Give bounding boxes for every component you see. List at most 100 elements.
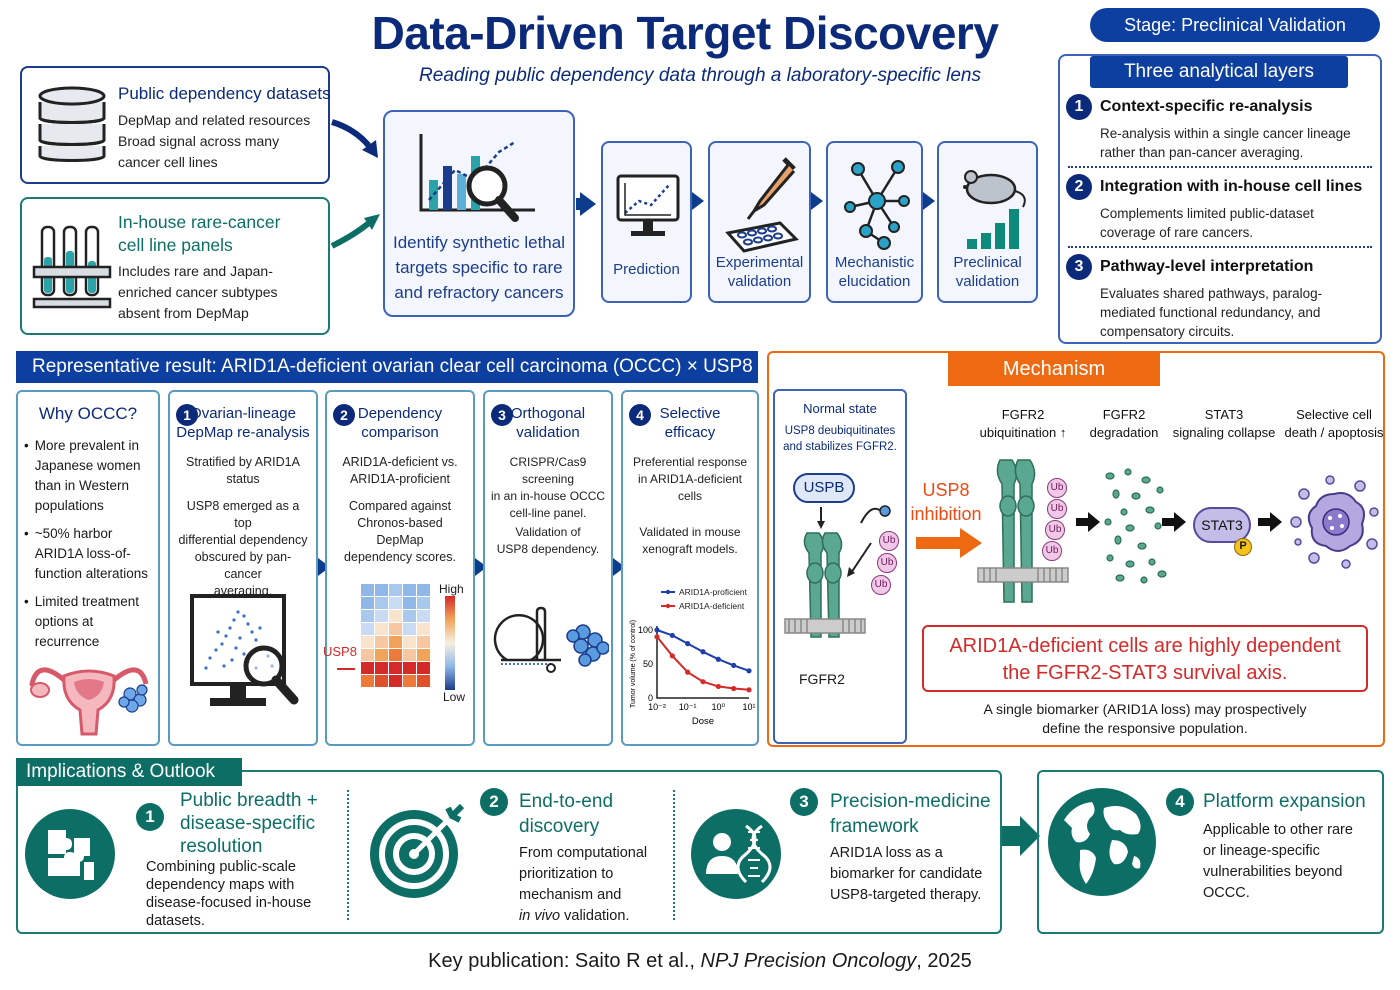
heatmap-cell	[403, 675, 416, 687]
panel-title-line: Dependency	[357, 405, 443, 422]
ub-tag: Ub	[1047, 499, 1067, 519]
central-goal-box: Identify synthetic lethal targets specif…	[383, 110, 575, 317]
panel-text: in ARID1A-deficient	[637, 472, 743, 486]
y-tick-label: 100	[638, 625, 653, 635]
layer-desc: compensatory circuits.	[1100, 324, 1235, 339]
legend-marker	[665, 589, 671, 595]
heatmap-cell	[375, 597, 388, 609]
panel-text: obscured by pan-cancer	[194, 550, 292, 581]
legend-marker	[665, 603, 671, 609]
panel-text: status	[226, 472, 260, 486]
central-goal-line: targets specific to rare	[395, 258, 563, 277]
layer-divider	[1068, 166, 1372, 168]
heatmap-high-label: High	[439, 582, 464, 596]
target-icon	[370, 803, 465, 898]
data-point	[731, 685, 737, 692]
heatmap-cell	[417, 675, 430, 687]
heatmap-cell	[361, 636, 374, 648]
data-point	[746, 687, 752, 693]
bullet-line: ~50% harbor	[34, 526, 113, 541]
mech-column-title: signaling collapse	[1172, 425, 1276, 440]
heatmap-cell	[361, 675, 374, 687]
implication-line: datasets.	[146, 913, 205, 929]
degradation-fragments-icon	[1104, 468, 1167, 584]
x-tick-label: 10⁻²	[648, 702, 666, 712]
network-icon	[844, 160, 910, 250]
footer-citation: Key publication: Saito R et al., NPJ Pre…	[0, 948, 1400, 974]
layer-number: 2	[1066, 174, 1092, 200]
pipeline-arrow	[923, 192, 935, 210]
mech-column-title: death / apoptosis	[1284, 425, 1384, 440]
implication-title-line: Precision-medicine	[830, 791, 991, 812]
normal-state-title: Normal state	[803, 401, 877, 416]
pipeline-step-label: elucidation	[838, 273, 911, 290]
citation-prefix: Key publication: Saito R et al.,	[428, 950, 701, 972]
heatmap-cell	[403, 610, 416, 622]
citation-suffix: , 2025	[916, 950, 972, 972]
pipette-plate-icon	[725, 157, 799, 253]
data-point	[669, 632, 675, 639]
heatmap	[361, 584, 430, 687]
pipeline-step-mechanistic: Mechanistic elucidation	[826, 141, 923, 303]
y-axis-label: Tumor volume (% of control)	[630, 620, 637, 708]
implication-number: 4	[1166, 788, 1194, 816]
fgfr2-receptor-ubiquitinated	[977, 459, 1069, 603]
implication-line: dependency maps with	[146, 877, 295, 893]
bullet-line: populations	[34, 498, 104, 513]
page-subtitle: Reading public dependency data through a…	[419, 65, 981, 86]
phospho-tag: P	[1234, 538, 1252, 556]
mechanism-title: Mechanism	[948, 353, 1160, 386]
panel-text: Chronos-based DepMap	[357, 516, 443, 547]
y-tick-label: 50	[643, 659, 653, 669]
panel-title-line: comparison	[361, 424, 439, 441]
data-point	[715, 656, 721, 662]
implication-line: in vivo validation.	[519, 908, 630, 924]
implications-title: Implications & Outlook	[16, 758, 242, 786]
layer-desc: Complements limited public-dataset	[1100, 206, 1314, 221]
pipeline-arrow	[692, 192, 704, 210]
dose-response-chart: ARID1A-proficientARID1A-deficient0501001…	[630, 587, 756, 727]
heatmap-cell	[375, 610, 388, 622]
mechanism-note: define the responsive population.	[1042, 720, 1248, 736]
x-tick-label: 10¹	[742, 702, 755, 712]
implication-line: biomarker for candidate	[830, 866, 983, 882]
conclusion-line: ARID1A-deficient cells are highly depend…	[949, 635, 1341, 657]
heatmap-cell	[417, 649, 430, 661]
heatmap-cell	[389, 675, 402, 687]
implication-number: 3	[790, 788, 818, 816]
panel-title-line: efficacy	[664, 424, 716, 441]
public-datasets-line: cancer cell lines	[118, 154, 218, 170]
layer-divider	[1068, 246, 1372, 248]
heatmap-cell	[375, 662, 388, 674]
panel-text: CRISPR/Cas9 screening	[509, 455, 587, 486]
pipeline-arrow	[811, 192, 823, 210]
panel-text: USP8 dependency.	[496, 542, 600, 556]
public-datasets-title: Public dependency datasets	[118, 84, 331, 103]
pipeline-step-preclinical: Preclinical validation	[937, 141, 1038, 303]
mech-column-title: Selective cell	[1296, 407, 1372, 422]
usp8-inhibition-label: USP8	[922, 480, 970, 500]
heatmap-cell	[389, 584, 402, 596]
y-tick-label: 0	[648, 693, 653, 703]
panel-text: xenograft models.	[642, 542, 738, 556]
stat3-node: STAT3	[1193, 507, 1251, 543]
data-point	[654, 634, 660, 640]
inhouse-line: Includes rare and Japan-	[118, 263, 273, 279]
layer-desc: Evaluates shared pathways, paralog-	[1100, 286, 1323, 301]
result-banner: Representative result: ARID1A-deficient …	[16, 351, 758, 383]
panel-text: in an in-house OCCC	[490, 489, 606, 503]
mech-arrow	[1162, 512, 1186, 532]
implication-line: disease-focused in-house	[146, 895, 312, 911]
layer-number: 1	[1066, 94, 1092, 120]
heatmap-cell	[361, 597, 374, 609]
inhouse-line: absent from DepMap	[118, 305, 249, 321]
x-tick-label: 10⁻¹	[679, 702, 697, 712]
heatmap-cell	[361, 662, 374, 674]
monitor-volcano-icon	[190, 594, 299, 706]
layer-title: Context-specific re-analysis	[1100, 98, 1313, 115]
